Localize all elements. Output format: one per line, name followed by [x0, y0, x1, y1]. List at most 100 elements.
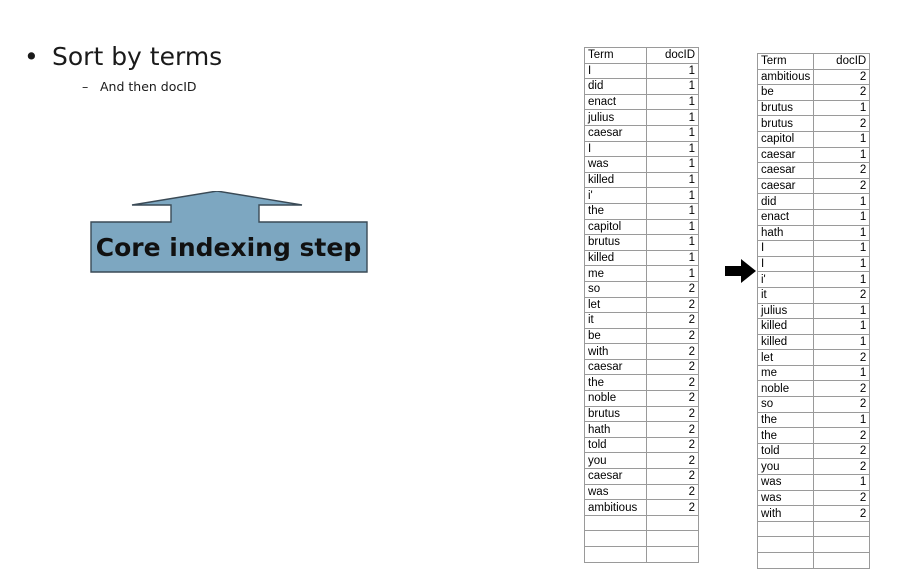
docid-cell: 2: [813, 380, 871, 398]
docid-cell: 1: [813, 240, 871, 257]
docid-cell: 2: [646, 390, 699, 407]
docid-cell: 1: [646, 62, 699, 80]
term-cell: brutus: [756, 99, 815, 117]
header-docid: docID: [646, 47, 699, 64]
docid-cell: 1: [813, 208, 871, 226]
docid-cell: [646, 514, 699, 532]
docid-cell: 1: [646, 140, 699, 158]
term-cell: caesar: [756, 177, 815, 195]
docid-cell: [813, 520, 871, 538]
term-cell: be: [584, 327, 647, 345]
term-cell: killed: [756, 318, 815, 335]
header-term: Term: [584, 47, 647, 64]
term-cell: enact: [756, 208, 815, 226]
docid-cell: 1: [813, 99, 871, 117]
header-term: Term: [756, 53, 815, 70]
docid-cell: 2: [813, 84, 871, 101]
docid-cell: 1: [646, 156, 699, 173]
header-docid: docID: [813, 53, 871, 70]
term-cell: so: [756, 396, 815, 413]
term-cell: I: [584, 140, 647, 158]
docid-cell: 2: [813, 162, 871, 179]
bullet-sort-by-terms: •Sort by terms: [24, 42, 222, 71]
term-cell: with: [756, 505, 815, 522]
table-row: [584, 514, 699, 532]
term-cell: killed: [756, 333, 815, 351]
docid-cell: 1: [646, 93, 699, 111]
term-cell: caesar: [584, 124, 647, 142]
term-cell: I: [756, 240, 815, 257]
table-row: [584, 546, 699, 563]
table-row: [756, 552, 871, 569]
term-cell: ambitious: [756, 68, 815, 86]
term-cell: with: [584, 343, 647, 360]
docid-cell: 1: [646, 218, 699, 236]
docid-cell: 2: [646, 312, 699, 329]
table-header-row: Term docID: [584, 47, 699, 64]
docid-cell: 1: [646, 78, 699, 95]
term-cell: let: [756, 349, 815, 366]
term-cell: caesar: [756, 146, 815, 164]
docid-cell: 1: [813, 474, 871, 491]
term-cell: the: [584, 202, 647, 220]
term-cell: i': [756, 271, 815, 288]
term-cell: [584, 530, 647, 547]
term-cell: brutus: [584, 405, 647, 423]
term-cell: was: [584, 483, 647, 501]
docid-cell: 1: [813, 411, 871, 429]
docid-cell: 1: [813, 255, 871, 273]
term-cell: was: [756, 489, 815, 507]
term-cell: [756, 536, 815, 553]
term-cell: let: [584, 296, 647, 314]
term-cell: was: [756, 474, 815, 491]
term-cell: me: [756, 364, 815, 382]
term-cell: noble: [584, 390, 647, 407]
table-row: [756, 520, 871, 538]
docid-cell: 1: [646, 202, 699, 220]
term-cell: [584, 514, 647, 532]
docid-cell: [813, 552, 871, 569]
docid-cell: 2: [813, 396, 871, 413]
term-cell: hath: [756, 224, 815, 242]
docid-cell: 1: [813, 364, 871, 382]
term-cell: I: [756, 255, 815, 273]
term-cell: you: [756, 458, 815, 476]
term-cell: brutus: [584, 234, 647, 251]
term-cell: the: [756, 411, 815, 429]
callout-shape: [90, 191, 368, 273]
term-cell: capitol: [756, 130, 815, 148]
sub-bullet-marker: –: [82, 79, 89, 94]
term-cell: I: [584, 62, 647, 80]
docid-cell: 2: [646, 421, 699, 438]
